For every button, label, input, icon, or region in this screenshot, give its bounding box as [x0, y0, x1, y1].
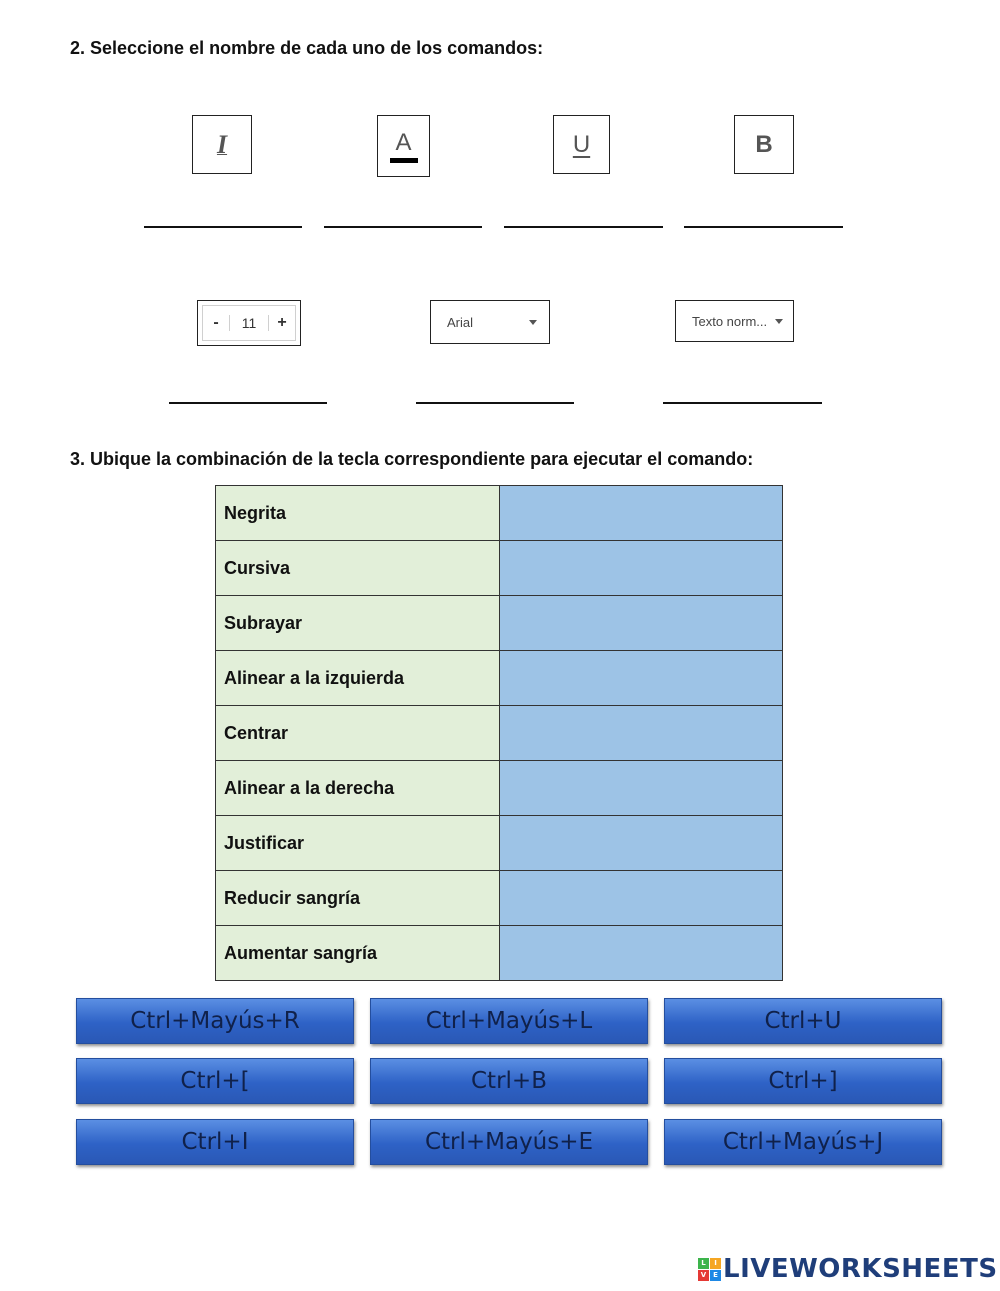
table-row: Aumentar sangría	[215, 925, 783, 981]
table-row: Cursiva	[215, 540, 783, 596]
chevron-down-icon	[775, 318, 783, 324]
table-row: Centrar	[215, 705, 783, 761]
section3-title: 3. Ubique la combinación de la tecla cor…	[70, 449, 754, 469]
text-color-icon: A	[395, 128, 412, 156]
answer-blank-6[interactable]	[416, 402, 574, 404]
liveworksheets-logo: L I V E LIVEWORKSHEETS	[698, 1254, 998, 1284]
command-label: Alinear a la derecha	[215, 760, 500, 816]
option-button[interactable]: Ctrl+[	[76, 1058, 354, 1104]
answer-blank-3[interactable]	[504, 226, 663, 228]
table-row: Alinear a la derecha	[215, 760, 783, 816]
answer-blank-5[interactable]	[169, 402, 327, 404]
option-button[interactable]: Ctrl+]	[664, 1058, 942, 1104]
table-row: Subrayar	[215, 595, 783, 651]
underline-icon: U	[572, 130, 591, 158]
command-label: Centrar	[215, 705, 500, 761]
answer-blank-1[interactable]	[144, 226, 302, 228]
font-size-value: 11	[229, 315, 269, 331]
section2-title: 2. Seleccione el nombre de cada uno de l…	[70, 38, 544, 58]
drop-zone[interactable]	[499, 705, 783, 761]
drop-zone[interactable]	[499, 485, 783, 541]
bold-button: B	[734, 115, 794, 174]
command-label: Negrita	[215, 485, 500, 541]
answer-blank-7[interactable]	[663, 402, 822, 404]
chevron-down-icon	[529, 319, 537, 325]
drop-zone[interactable]	[499, 925, 783, 981]
table-row: Reducir sangría	[215, 870, 783, 926]
drop-zone[interactable]	[499, 595, 783, 651]
font-family-dropdown: Arial	[430, 300, 550, 344]
table-row: Alinear a la izquierda	[215, 650, 783, 706]
answer-blank-4[interactable]	[684, 226, 843, 228]
increase-font-size-icon: +	[277, 314, 287, 331]
underline-button: U	[553, 115, 610, 174]
drop-zone[interactable]	[499, 870, 783, 926]
command-label: Reducir sangría	[215, 870, 500, 926]
command-label: Subrayar	[215, 595, 500, 651]
italic-icon: I	[216, 129, 228, 159]
command-label: Cursiva	[215, 540, 500, 596]
option-button[interactable]: Ctrl+Mayús+E	[370, 1119, 648, 1165]
option-button[interactable]: Ctrl+I	[76, 1119, 354, 1165]
command-label: Aumentar sangría	[215, 925, 500, 981]
drop-zone[interactable]	[499, 760, 783, 816]
text-color-button: A	[377, 115, 430, 177]
bold-icon: B	[755, 130, 773, 158]
option-button[interactable]: Ctrl+Mayús+J	[664, 1119, 942, 1165]
text-style-value: Texto norm...	[692, 313, 768, 329]
font-size-stepper: - 11 +	[202, 305, 296, 341]
logo-text: LIVEWORKSHEETS	[723, 1254, 998, 1284]
answer-blank-2[interactable]	[324, 226, 482, 228]
font-family-value: Arial	[447, 314, 474, 330]
option-button[interactable]: Ctrl+Mayús+R	[76, 998, 354, 1044]
text-style-dropdown: Texto norm...	[675, 300, 794, 342]
text-color-bar	[389, 157, 418, 163]
option-button[interactable]: Ctrl+B	[370, 1058, 648, 1104]
command-label: Alinear a la izquierda	[215, 650, 500, 706]
drop-zone[interactable]	[499, 650, 783, 706]
option-button[interactable]: Ctrl+Mayús+L	[370, 998, 648, 1044]
decrease-font-size-icon: -	[213, 314, 219, 331]
font-size-control: - 11 +	[197, 300, 301, 346]
drop-zone[interactable]	[499, 540, 783, 596]
table-row: Negrita	[215, 485, 783, 541]
shortcut-table: Negrita Cursiva Subrayar Alinear a la iz…	[215, 485, 783, 981]
command-label: Justificar	[215, 815, 500, 871]
table-row: Justificar	[215, 815, 783, 871]
italic-button: I	[192, 115, 252, 174]
option-button[interactable]: Ctrl+U	[664, 998, 942, 1044]
drop-zone[interactable]	[499, 815, 783, 871]
logo-blocks-icon: L I V E	[698, 1257, 721, 1281]
